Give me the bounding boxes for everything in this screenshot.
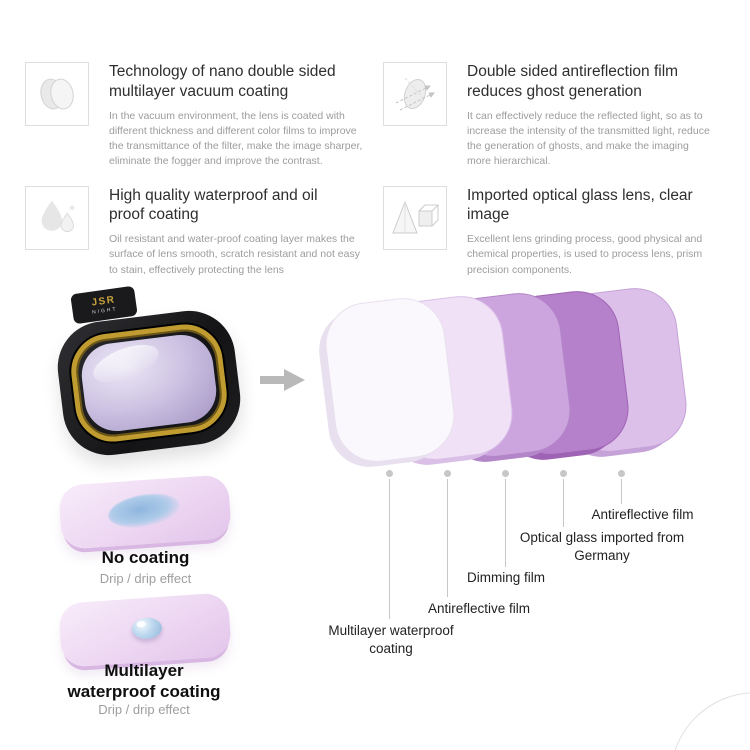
feature-text: Technology of nano double sided multilay… [109,62,367,170]
layer-label: Antireflective film [428,601,531,616]
lens-glass [78,331,220,435]
feature-description: Oil resistant and water-proof coating la… [109,233,360,276]
feature-icon-box [383,185,447,250]
feature-title: Technology of nano double sided multilay… [109,63,336,100]
layer-waterproof-coating [320,293,460,467]
leader-line [447,479,448,597]
feature-title: Imported optical glass lens, clear image [467,186,693,224]
feature-nano-coating: Technology of nano double sided multilay… [25,62,383,170]
arrow-right-icon [260,369,305,391]
leader-dot [560,470,567,477]
leader-dot [618,470,625,477]
feature-text: Imported optical glass lens, clear image… [467,186,711,278]
feature-text: Double sided antireflection film reduces… [467,62,711,170]
uncoated-filter-sample [57,474,233,550]
feature-grid: Technology of nano double sided multilay… [25,62,727,278]
feature-icon-box [25,62,89,126]
prism-icon [392,200,440,234]
antireflection-icon [395,77,435,111]
feature-waterproof: High quality waterproof and oil proof co… [25,185,383,278]
comparison-title: Multilayer waterproof coating [67,661,221,702]
waterproof-icon [41,200,75,232]
feature-description: Excellent lens grinding process, good ph… [467,233,703,276]
layer-stack [320,283,730,480]
leader-dot [502,470,509,477]
nano-coating-icon [40,78,74,110]
feature-text: High quality waterproof and oil proof co… [109,186,367,278]
feature-title: Double sided antireflection film reduces… [467,63,679,100]
feature-description: In the vacuum environment, the lens is c… [109,109,363,168]
feature-icon-box [383,62,447,126]
leader-dot [444,470,451,477]
water-droplet [131,616,163,640]
leader-line [505,479,506,567]
feature-optical-glass: Imported optical glass lens, clear image… [383,185,727,278]
leader-dot [386,470,393,477]
leader-line [563,479,564,527]
comparison-title: No coating [101,548,190,567]
water-smear [105,489,183,533]
comparison-subtitle: Drip / drip effect [99,571,192,586]
comparison-subtitle: Drip / drip effect [98,702,190,717]
layer-label: Multilayer waterproof coating [328,623,454,657]
model-text: NIGHT [91,305,118,316]
layer-label: Optical glass imported from Germany [519,530,685,564]
feature-icon-box [25,185,89,250]
coated-filter-sample [57,592,233,668]
feature-antireflection: Double sided antireflection film reduces… [383,62,727,170]
corner-circle-decoration [670,692,750,750]
layer-label: Dimming film [466,570,545,585]
filter-body [52,305,246,461]
product-photo: JSR NIGHT [52,285,256,480]
leader-line [621,479,622,504]
feature-description: It can effectively reduce the reflected … [467,109,710,168]
feature-title: High quality waterproof and oil proof co… [109,186,318,224]
leader-line [389,479,390,619]
layer-label: Antireflective film [591,507,694,522]
